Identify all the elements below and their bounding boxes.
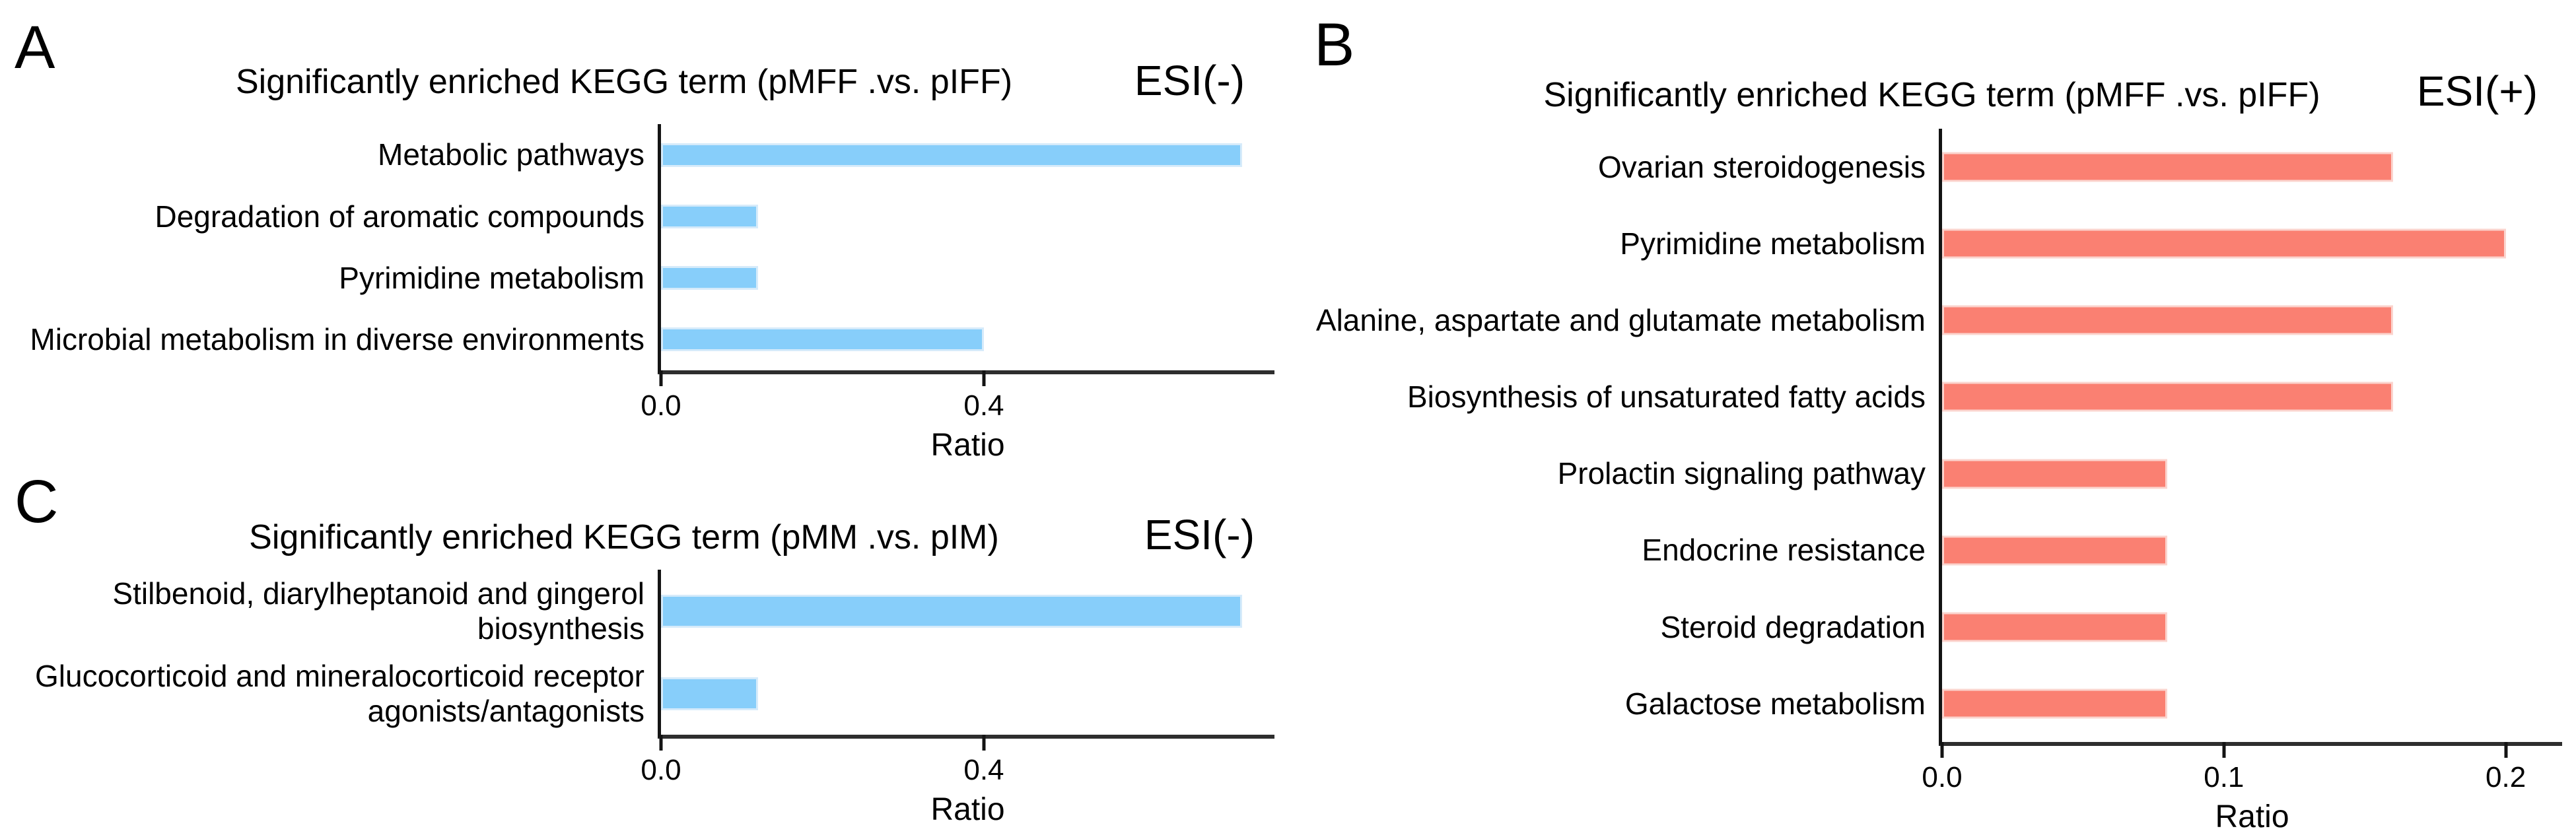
panel-c: C Significantly enriched KEGG term (pMM … [0, 462, 1307, 839]
bar [661, 677, 758, 710]
axis-tick [982, 370, 986, 386]
axis-tick-label: 0.4 [963, 754, 1004, 786]
axis-tick-label: 0.1 [2204, 761, 2245, 793]
panel-b-x-axis: 0.0 0.1 0.2 [1922, 129, 2562, 792]
axis-tick-label: 0.0 [641, 754, 681, 786]
panel-b-bars-container [1942, 129, 2562, 742]
axis-tick [2222, 742, 2226, 758]
axis-tick [2504, 742, 2508, 758]
category-label: Glucocorticoid and mineralocorticoid rec… [35, 659, 644, 728]
panel-b-plot-area: 0.0 0.1 0.2 Ratio [1922, 129, 2562, 833]
bar [1942, 382, 2393, 412]
bar [661, 143, 1243, 167]
panel-a-x-axis-title: Ratio [930, 428, 1005, 463]
panel-c-category-labels: Stilbenoid, diarylheptanoid and gingerol… [0, 570, 658, 735]
bar [661, 594, 1243, 628]
axis-tick-label: 0.0 [641, 389, 681, 422]
category-label: Ovarian steroidogenesis [1597, 149, 1926, 184]
panel-c-bar-chart: Stilbenoid, diarylheptanoid and gingerol… [0, 570, 1274, 826]
category-label: Microbial metabolism in diverse environm… [30, 322, 644, 357]
panel-a: A Significantly enriched KEGG term (pMFF… [0, 0, 1307, 462]
bar [661, 327, 984, 352]
category-label: Degradation of aromatic compounds [155, 199, 644, 234]
panel-b-esi-mode-label: ESI(+) [2416, 67, 2538, 115]
category-label: Metabolic pathways [378, 137, 644, 172]
panel-letter-a: A [15, 14, 55, 81]
bar [1942, 688, 2168, 719]
axis-tick [1940, 742, 1944, 758]
axis-tick-label: 0.0 [1922, 761, 1963, 793]
bar [661, 266, 758, 290]
category-label: Galactose metabolism [1624, 686, 1926, 721]
axis-tick [659, 370, 663, 386]
panel-c-bars-container [661, 570, 1274, 735]
category-label: Pyrimidine metabolism [1620, 226, 1926, 261]
bar [1942, 535, 2168, 566]
category-label: Endocrine resistance [1642, 533, 1926, 568]
bar [1942, 152, 2393, 182]
panel-a-plot-area: 0.0 0.4 Ratio [641, 124, 1274, 461]
panel-letter-c: C [15, 468, 59, 535]
panel-b: B Significantly enriched KEGG term (pMFF… [1288, 0, 2576, 839]
axis-tick [659, 735, 663, 751]
panel-c-esi-mode-label: ESI(-) [1144, 511, 1255, 558]
category-label: Stilbenoid, diarylheptanoid and gingerol… [112, 576, 644, 646]
panel-a-esi-mode-label: ESI(-) [1134, 57, 1245, 104]
bar [1942, 459, 2168, 489]
bar [1942, 305, 2393, 335]
category-label: Alanine, aspartate and glutamate metabol… [1315, 303, 1926, 338]
panel-b-title: Significantly enriched KEGG term (pMFF .… [1543, 76, 2320, 114]
panel-a-x-axis: 0.0 0.4 [641, 124, 1274, 420]
category-label: Steroid degradation [1660, 609, 1926, 644]
panel-c-x-axis: 0.0 0.4 [641, 570, 1274, 785]
axis-tick [982, 735, 986, 751]
panel-c-title: Significantly enriched KEGG term (pMM .v… [249, 518, 999, 556]
panel-c-plot-area: 0.0 0.4 Ratio [641, 570, 1274, 826]
panel-b-x-axis-title: Ratio [2215, 799, 2289, 834]
axis-tick-label: 0.4 [963, 389, 1004, 422]
panel-letter-b: B [1314, 11, 1355, 79]
bar [1942, 612, 2168, 642]
axis-tick-label: 0.2 [2486, 761, 2526, 793]
panel-c-x-axis-title: Ratio [930, 792, 1005, 827]
panel-a-title: Significantly enriched KEGG term (pMFF .… [235, 63, 1013, 101]
bar [661, 204, 758, 228]
bar [1942, 228, 2506, 259]
category-label: Prolactin signaling pathway [1557, 456, 1926, 491]
panel-a-bars-container [661, 124, 1274, 370]
category-label: Biosynthesis of unsaturated fatty acids [1407, 380, 1926, 415]
category-label: Pyrimidine metabolism [339, 260, 644, 295]
